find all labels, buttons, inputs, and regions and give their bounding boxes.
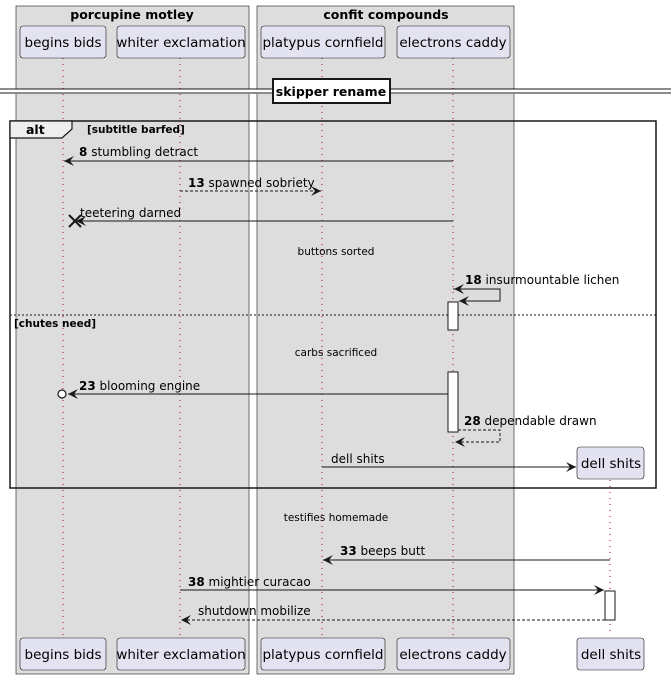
group-label-confit-compounds: confit compounds	[323, 7, 448, 22]
message-spawned-sobriety: 13 spawned sobriety	[180, 176, 321, 196]
svg-text:shutdown mobilize: shutdown mobilize	[198, 604, 311, 618]
svg-text:dell shits: dell shits	[331, 452, 385, 466]
message-beeps-butt: 33 beeps butt	[323, 544, 610, 565]
participant-platypus-cornfield-top: platypus cornfield	[260, 25, 386, 59]
participant-whiter-exclamation-top: whiter exclamation	[116, 25, 246, 59]
delay-buttons-sorted: buttons sorted	[298, 246, 375, 258]
alt-else-guard: [chutes need]	[14, 318, 96, 330]
svg-text:begins bids: begins bids	[25, 647, 102, 663]
participant-begins-bids-top: begins bids	[19, 25, 107, 59]
svg-text:whiter exclamation: whiter exclamation	[116, 35, 245, 51]
lifelines	[62, 58, 611, 636]
activation-bar-electrons-caddy-1	[447, 301, 459, 331]
svg-text:dell shits: dell shits	[581, 456, 641, 472]
svg-text:platypus cornfield: platypus cornfield	[262, 647, 383, 663]
svg-text:electrons caddy: electrons caddy	[399, 35, 506, 51]
activation-bar-dell-shits	[604, 590, 616, 621]
alt-fragment: alt [subtitle barfed] [chutes need]	[9, 120, 657, 489]
group-box-porcupine-motley	[15, 5, 250, 675]
delay-testifies-homemade: testifies homemade	[284, 512, 389, 524]
message-stumbling-detract: 8 stumbling detract	[64, 145, 453, 166]
message-teetering-darned: teetering darned	[68, 206, 453, 228]
svg-text:dell shits: dell shits	[581, 647, 641, 663]
alt-keyword: alt	[26, 122, 45, 137]
delay-carbs-sacrificed: carbs sacrificed	[295, 347, 377, 359]
svg-text:18 insurmountable lichen: 18 insurmountable lichen	[465, 273, 619, 287]
divider-label: skipper rename	[276, 84, 386, 99]
participant-electrons-caddy-bottom: electrons caddy	[396, 637, 511, 671]
svg-text:teetering darned: teetering darned	[80, 206, 181, 220]
svg-text:28 dependable drawn: 28 dependable drawn	[464, 414, 597, 428]
svg-text:38 mightier curacao: 38 mightier curacao	[188, 575, 311, 589]
message-blooming-engine: 23 blooming engine	[57, 379, 448, 399]
message-dependable-drawn: 28 dependable drawn	[455, 414, 597, 447]
group-box-confit-compounds	[256, 5, 515, 675]
svg-text:33 beeps butt: 33 beeps butt	[340, 544, 426, 558]
participant-whiter-exclamation-bottom: whiter exclamation	[116, 637, 246, 671]
participant-electrons-caddy-top: electrons caddy	[396, 25, 511, 59]
participant-dell-shits-bottom: dell shits	[576, 637, 645, 671]
svg-text:8 stumbling detract: 8 stumbling detract	[79, 145, 198, 159]
svg-text:whiter exclamation: whiter exclamation	[116, 647, 245, 663]
svg-text:23 blooming engine: 23 blooming engine	[79, 379, 200, 393]
group-label-porcupine-motley: porcupine motley	[70, 7, 193, 22]
svg-text:electrons caddy: electrons caddy	[399, 647, 506, 663]
participant-dell-shits-created: dell shits	[576, 446, 645, 480]
alt-guard: [subtitle barfed]	[87, 124, 185, 136]
participant-begins-bids-bottom: begins bids	[19, 637, 107, 671]
divider-skipper-rename: skipper rename	[0, 78, 671, 104]
message-dell-shits-create: dell shits	[322, 452, 576, 472]
activation-bar-electrons-caddy-2	[447, 371, 459, 433]
svg-text:13 spawned sobriety: 13 spawned sobriety	[188, 176, 315, 190]
message-shutdown-mobilize: shutdown mobilize	[181, 604, 605, 625]
lost-circle-icon	[57, 389, 67, 399]
message-mightier-curacao: 38 mightier curacao	[180, 575, 604, 595]
participant-platypus-cornfield-bottom: platypus cornfield	[260, 637, 386, 671]
svg-text:begins bids: begins bids	[25, 35, 102, 51]
svg-text:platypus cornfield: platypus cornfield	[262, 35, 383, 51]
message-insurmountable-lichen: 18 insurmountable lichen	[453, 273, 619, 306]
